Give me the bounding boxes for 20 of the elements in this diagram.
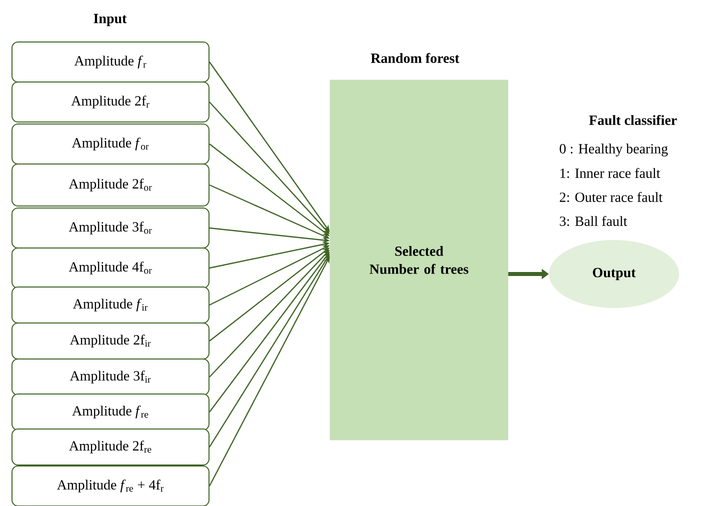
legend-text: 1: Inner race fault bbox=[560, 168, 660, 178]
input-box: Amplitude 3f$_{or}$ bbox=[12, 208, 210, 248]
heading: Fault classifier bbox=[589, 114, 677, 126]
input-box: Amplitude 2f$_{re}$ bbox=[12, 428, 210, 466]
legend-text: 0 : Healthy bearing bbox=[560, 144, 668, 156]
heading: Random forest bbox=[370, 53, 460, 63]
input-box: Amplitude f$_{ir}$ bbox=[12, 286, 210, 324]
input-box: Amplitude 3f$_{ir}$ bbox=[12, 358, 210, 396]
random-forest-box: Selected Number of trees bbox=[330, 80, 508, 440]
input-box: Amplitude f$_{or}$ bbox=[12, 124, 210, 164]
input-box: Amplitude 2f$_{or}$ bbox=[12, 164, 210, 206]
input-box: Amplitude 2f$_{r}$ bbox=[12, 82, 210, 122]
input-box: Amplitude 4f$_{or}$ bbox=[12, 248, 210, 288]
input-box: Amplitude f$_{r}$ bbox=[12, 42, 210, 82]
input-box: Amplitude f$_{re}$ bbox=[12, 394, 210, 430]
input-box: Amplitude 2f$_{ir}$ bbox=[12, 322, 210, 360]
heading: Input bbox=[94, 14, 127, 26]
legend-text: 3: Ball fault bbox=[560, 216, 628, 226]
input-box: Amplitude f$_{re}$ + 4f$_{r}$ bbox=[12, 466, 210, 506]
legend-text: 2: Outer race fault bbox=[560, 192, 663, 202]
